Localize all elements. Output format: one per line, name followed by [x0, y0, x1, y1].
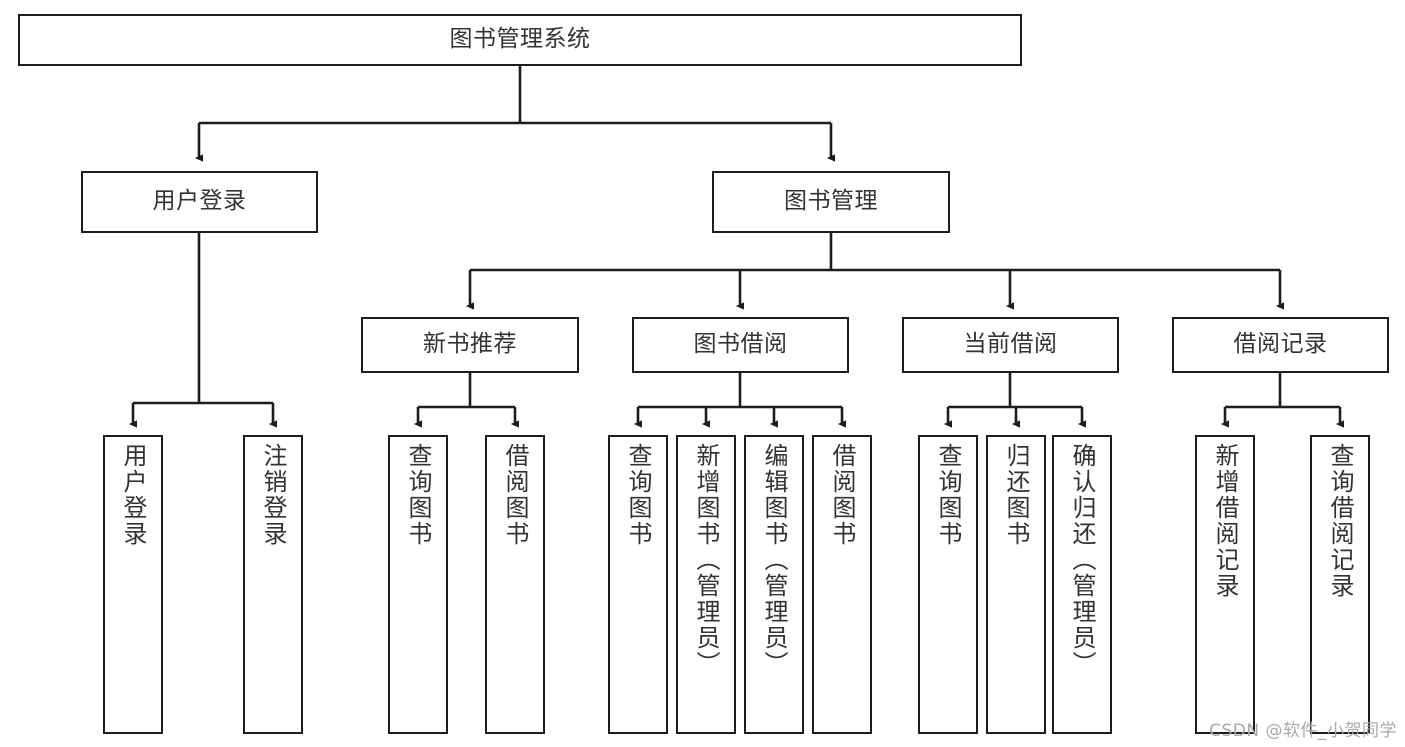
- node-borrow-edit-book[interactable]: 编辑图书（管理员）: [744, 435, 804, 734]
- node-new-book-recommend-label: 新书推荐: [423, 331, 517, 358]
- node-record-add-label: 新增借阅记录: [1211, 443, 1239, 599]
- node-user-logout-leaf[interactable]: 注销登录: [243, 435, 303, 734]
- node-current-query-book[interactable]: 查询图书: [918, 435, 978, 734]
- node-root[interactable]: 图书管理系统: [18, 14, 1022, 66]
- node-user-login-leaf-label: 用户登录: [119, 443, 147, 547]
- node-borrow-query-book-label: 查询图书: [624, 443, 652, 547]
- node-recommend-query-book-label: 查询图书: [404, 443, 432, 547]
- node-book-borrow[interactable]: 图书借阅: [632, 317, 849, 373]
- node-current-borrow[interactable]: 当前借阅: [902, 317, 1119, 373]
- node-record-query-label: 查询借阅记录: [1326, 443, 1354, 599]
- node-root-label: 图书管理系统: [449, 26, 591, 53]
- node-book-management-label: 图书管理: [784, 188, 878, 215]
- node-borrow-add-book[interactable]: 新增图书（管理员）: [676, 435, 736, 734]
- node-borrow-records-label: 借阅记录: [1233, 331, 1328, 358]
- node-user-login-label: 用户登录: [152, 188, 247, 215]
- node-user-login-leaf[interactable]: 用户登录: [103, 435, 163, 734]
- node-borrow-records[interactable]: 借阅记录: [1172, 317, 1389, 373]
- node-record-query[interactable]: 查询借阅记录: [1310, 435, 1370, 734]
- node-borrow-borrow-book-label: 借阅图书: [828, 443, 856, 547]
- node-current-return-book[interactable]: 归还图书: [986, 435, 1046, 734]
- node-user-logout-leaf-label: 注销登录: [259, 443, 287, 547]
- node-recommend-borrow-book-label: 借阅图书: [501, 443, 529, 547]
- node-user-login[interactable]: 用户登录: [81, 171, 318, 233]
- node-current-query-book-label: 查询图书: [934, 443, 962, 547]
- node-borrow-borrow-book[interactable]: 借阅图书: [812, 435, 872, 734]
- csdn-watermark: CSDN @软件_小贺同学: [1209, 721, 1397, 741]
- node-borrow-add-book-label: 新增图书（管理员）: [692, 443, 720, 677]
- node-borrow-query-book[interactable]: 查询图书: [608, 435, 668, 734]
- node-book-management[interactable]: 图书管理: [712, 171, 950, 233]
- node-recommend-borrow-book[interactable]: 借阅图书: [485, 435, 545, 734]
- node-book-borrow-label: 图书借阅: [693, 331, 788, 358]
- node-recommend-query-book[interactable]: 查询图书: [388, 435, 448, 734]
- node-current-confirm-return[interactable]: 确认归还（管理员）: [1052, 435, 1112, 734]
- node-record-add[interactable]: 新增借阅记录: [1195, 435, 1255, 734]
- node-current-confirm-return-label: 确认归还（管理员）: [1068, 443, 1096, 677]
- node-current-return-book-label: 归还图书: [1002, 443, 1030, 547]
- node-new-book-recommend[interactable]: 新书推荐: [361, 317, 579, 373]
- node-current-borrow-label: 当前借阅: [963, 331, 1058, 358]
- node-borrow-edit-book-label: 编辑图书（管理员）: [760, 443, 788, 677]
